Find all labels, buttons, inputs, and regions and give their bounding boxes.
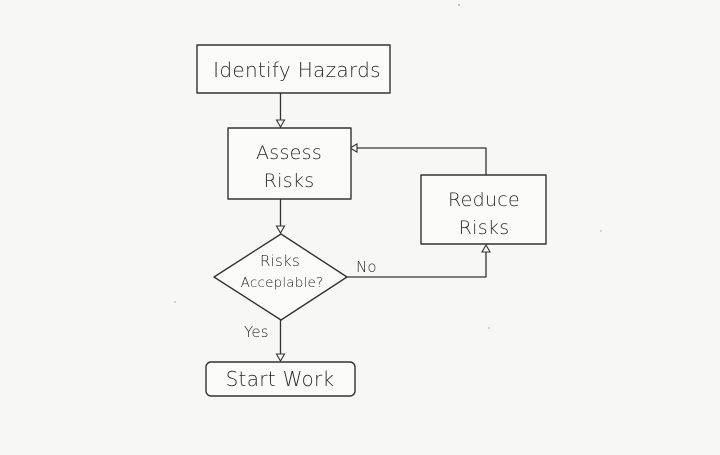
arrowhead-down-icon <box>275 119 286 129</box>
arrowhead-up-icon <box>481 243 491 253</box>
node-reduce-risks: Reduce Risks <box>420 174 547 245</box>
paper-speck <box>488 327 490 329</box>
node-start-work: Start Work <box>205 361 356 397</box>
node-label-line-2: Risks <box>459 217 510 239</box>
edge-reduce-to-assess <box>356 147 487 176</box>
node-label-line-1: Reduce <box>448 189 520 211</box>
terminal-box <box>205 361 356 397</box>
node-label: Identify Hazards <box>213 58 381 82</box>
paper-speck <box>458 4 460 6</box>
node-risks-acceptable-decision: Risks Acceplable? <box>213 233 348 321</box>
edge-decision-to-reduce <box>344 250 487 278</box>
decision-diamond <box>213 233 348 321</box>
paper-speck <box>174 301 176 303</box>
node-label-line-2: Acceplable? <box>241 275 324 291</box>
arrowhead-down-icon <box>275 353 286 363</box>
connectors <box>275 92 491 363</box>
node-identify-hazards: Identify Hazards <box>196 44 391 94</box>
node-label-line-1: Risks <box>260 252 300 270</box>
arrowhead-down-icon <box>275 225 286 235</box>
arrowhead-left-icon <box>348 143 358 153</box>
node-assess-risks: Assess Risks <box>227 127 352 200</box>
process-box <box>420 174 547 245</box>
edge-label-yes: Yes <box>244 323 269 341</box>
node-label-line-2: Risks <box>264 170 315 192</box>
process-box <box>196 44 391 94</box>
node-label: Start Work <box>226 367 335 391</box>
node-label-line-1: Assess <box>256 142 322 164</box>
edge-label-no: No <box>356 258 377 276</box>
paper-speck <box>600 230 602 232</box>
process-box <box>227 127 352 200</box>
